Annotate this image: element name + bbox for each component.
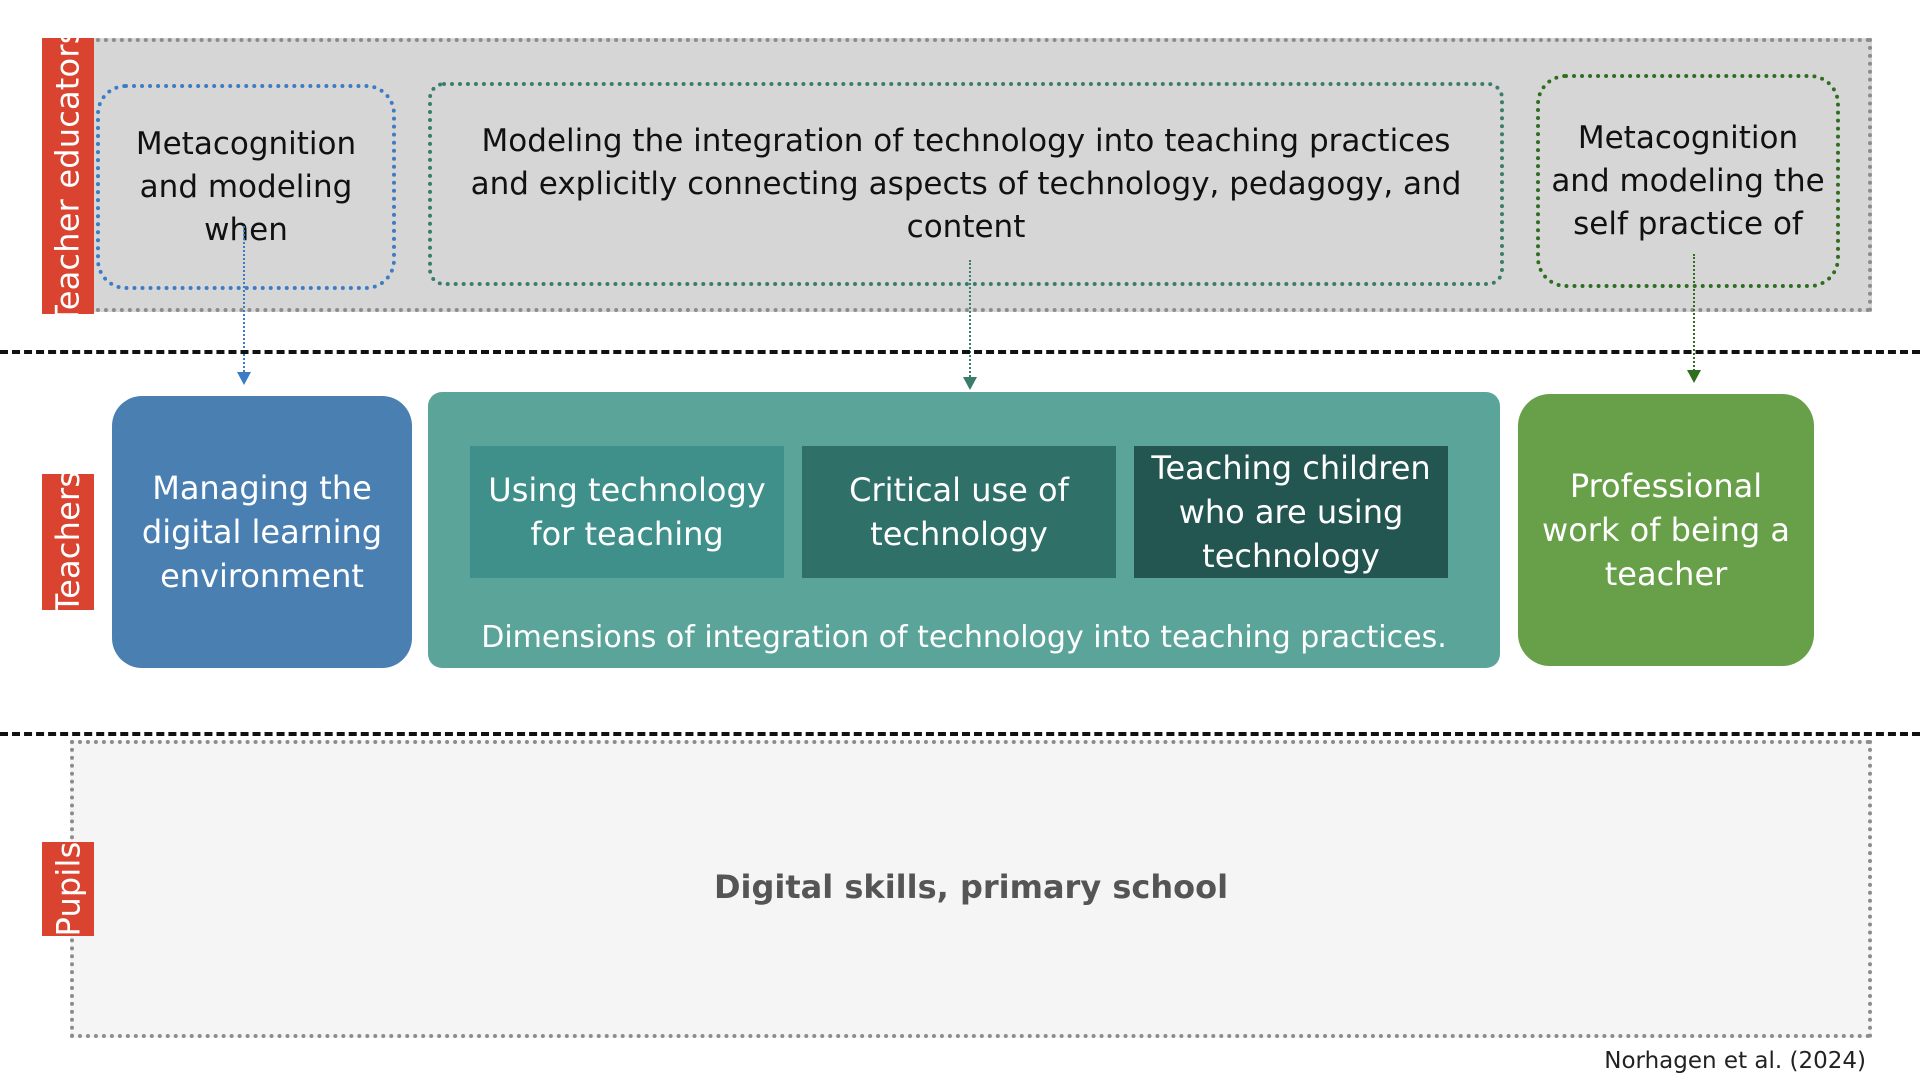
arrow-right-line [1693,254,1695,374]
teacher-box-managing-digital-environment: Managing the digital learning environmen… [112,396,412,668]
dimensions-caption: Dimensions of integration of technology … [481,620,1447,655]
teacher-box-professional-work: Professional work of being a teacher [1518,394,1814,666]
educator-box-metacognition-self-practice: Metacognition and modeling the self prac… [1536,74,1840,288]
citation: Norhagen et al. (2024) [1604,1048,1866,1074]
arrow-right-head [1687,370,1701,383]
arrow-center-head [963,377,977,390]
row-label-pupils: Pupils [42,842,94,936]
pupils-box-label: Digital skills, primary school [713,868,1229,906]
arrow-left-line [243,226,245,376]
separator-educators-teachers [0,350,1920,354]
arrow-center-line [969,260,971,380]
educator-box-metacognition-modeling-when: Metacognition and modeling when [96,84,396,290]
sub-box-critical-use: Critical use of technology [802,446,1116,578]
sub-box-using-technology: Using technology for teaching [470,446,784,578]
sub-box-teaching-children: Teaching children who are using technolo… [1134,446,1448,578]
arrow-left-head [237,372,251,385]
row-label-teachers: Teachers [42,471,94,613]
row-label-teacher-educators: Teacher educators [42,27,94,325]
educator-box-modeling-integration: Modeling the integration of technology i… [428,82,1504,286]
pupils-panel [70,740,1872,1038]
separator-teachers-pupils [0,732,1920,736]
